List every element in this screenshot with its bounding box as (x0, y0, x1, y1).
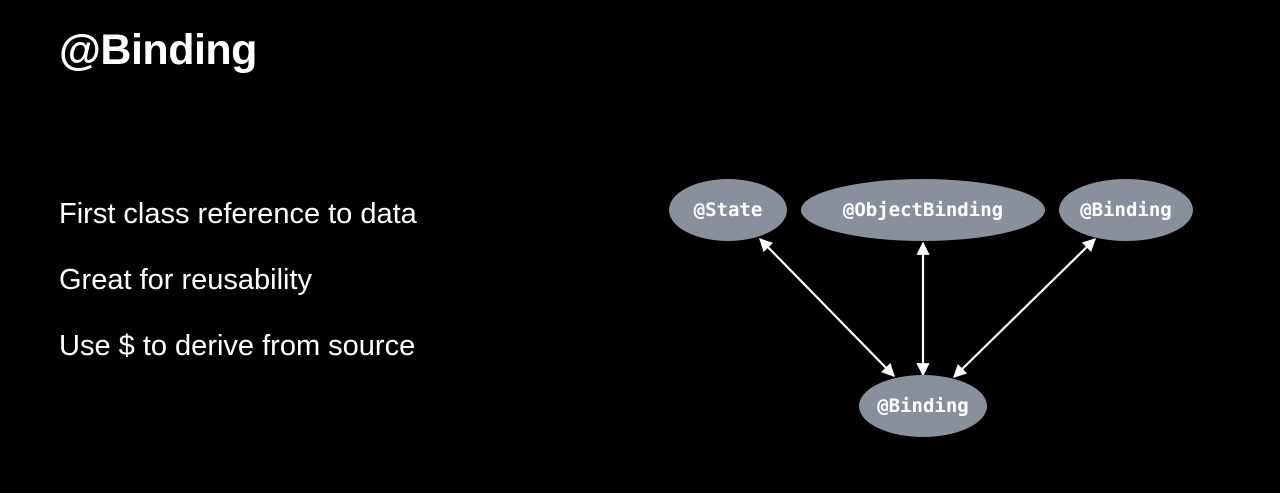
node-object-binding-label: @ObjectBinding (843, 199, 1003, 221)
edge-binding-top-to-binding (953, 238, 1096, 378)
node-binding-top: @Binding (1059, 179, 1193, 241)
node-binding-top-label: @Binding (1080, 199, 1172, 221)
bullet-item: Use $ to derive from source (59, 330, 416, 362)
node-binding-bottom-label: @Binding (877, 395, 969, 417)
node-binding-bottom: @Binding (859, 375, 987, 437)
bullet-list: First class reference to data Great for … (59, 195, 417, 393)
node-state: @State (669, 179, 787, 241)
bullet-item: First class reference to data (59, 198, 417, 230)
node-state-label: @State (694, 199, 763, 221)
node-object-binding: @ObjectBinding (801, 179, 1045, 241)
slide-title: @Binding (59, 26, 257, 74)
edge-state-to-binding (759, 238, 895, 377)
bullet-item: Great for reusability (59, 264, 313, 296)
